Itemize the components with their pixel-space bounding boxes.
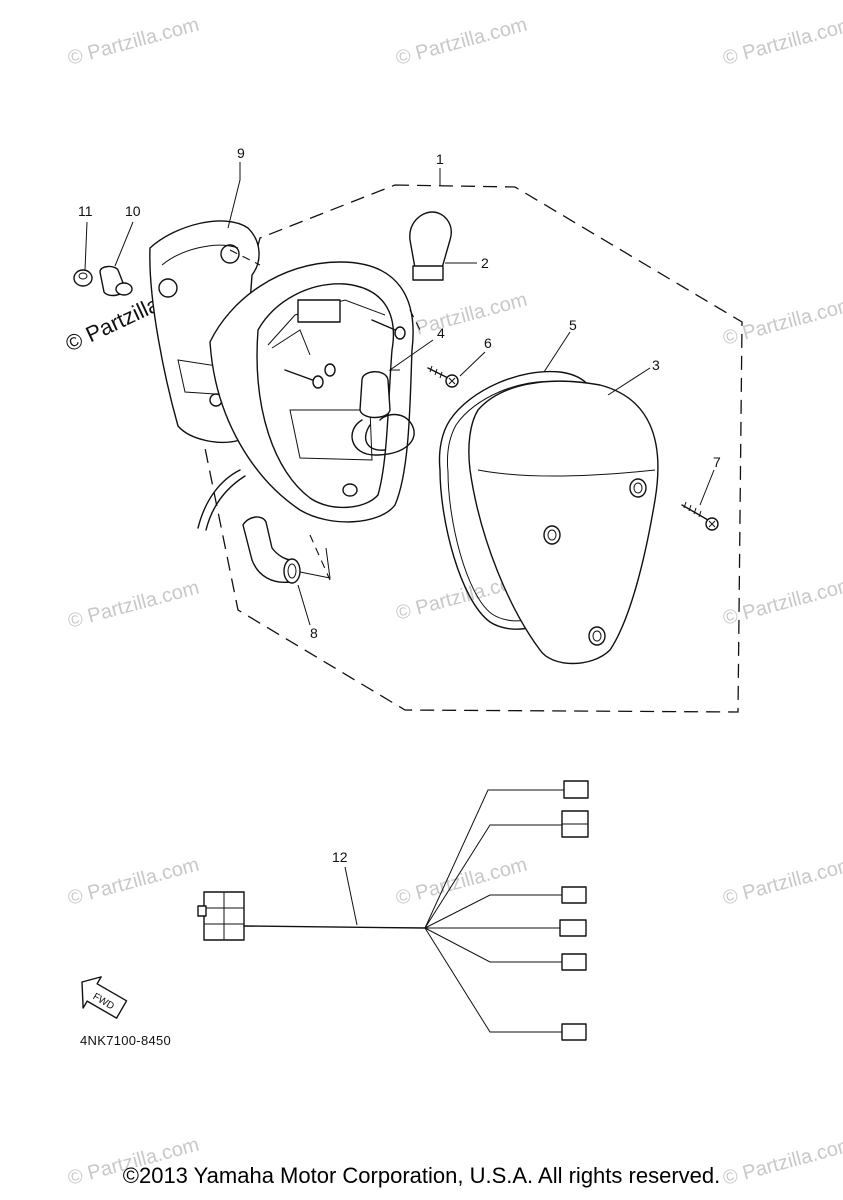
callout-7: 7 [713,454,721,470]
diagram-part-code: 4NK7100-8450 [80,1033,172,1048]
collar-part-10 [99,265,133,297]
callout-4: 4 [437,325,445,341]
lens-part-3 [468,380,659,665]
watermark: © Partzilla.com [394,14,530,70]
copyright-notice: ©2013 Yamaha Motor Corporation, U.S.A. A… [122,1163,721,1188]
callout-10: 10 [125,203,141,219]
watermark: © Partzilla.com [721,294,843,350]
wire-harness-part-12 [197,780,589,1041]
screw-part-7 [681,501,719,531]
callout-5: 5 [569,317,577,333]
leader-dashed [409,309,421,331]
callout-8: 8 [310,625,318,641]
callout-2: 2 [481,255,489,271]
callout-3: 3 [652,357,660,373]
callout-6: 6 [484,335,492,351]
nut-part-11 [73,269,93,287]
callout-11: 11 [78,203,93,219]
screw-part-6 [427,365,459,388]
watermark-layer: © Partzilla.com © Partzilla.com © Partzi… [62,14,843,1190]
callout-12: 12 [332,849,348,865]
watermark: © Partzilla.com [721,14,843,70]
watermark: © Partzilla.com [66,854,202,910]
callout-1: 1 [436,151,444,167]
watermark: © Partzilla.com [66,14,202,70]
leader-lines [84,162,715,626]
lamp-base [197,261,414,531]
socket-part-4 [351,371,415,456]
callout-9: 9 [237,145,245,161]
callouts: 1 2 3 4 5 6 7 8 9 10 11 12 [78,145,721,865]
leader-dashed [229,249,261,266]
forward-arrow-icon: FWD [81,976,128,1019]
grommet-part-8 [242,516,301,584]
watermark: © Partzilla.com [721,854,843,910]
watermark: © Partzilla.com [66,577,202,633]
bulb-part-2 [409,211,452,281]
watermark: © Partzilla.com [394,854,530,910]
